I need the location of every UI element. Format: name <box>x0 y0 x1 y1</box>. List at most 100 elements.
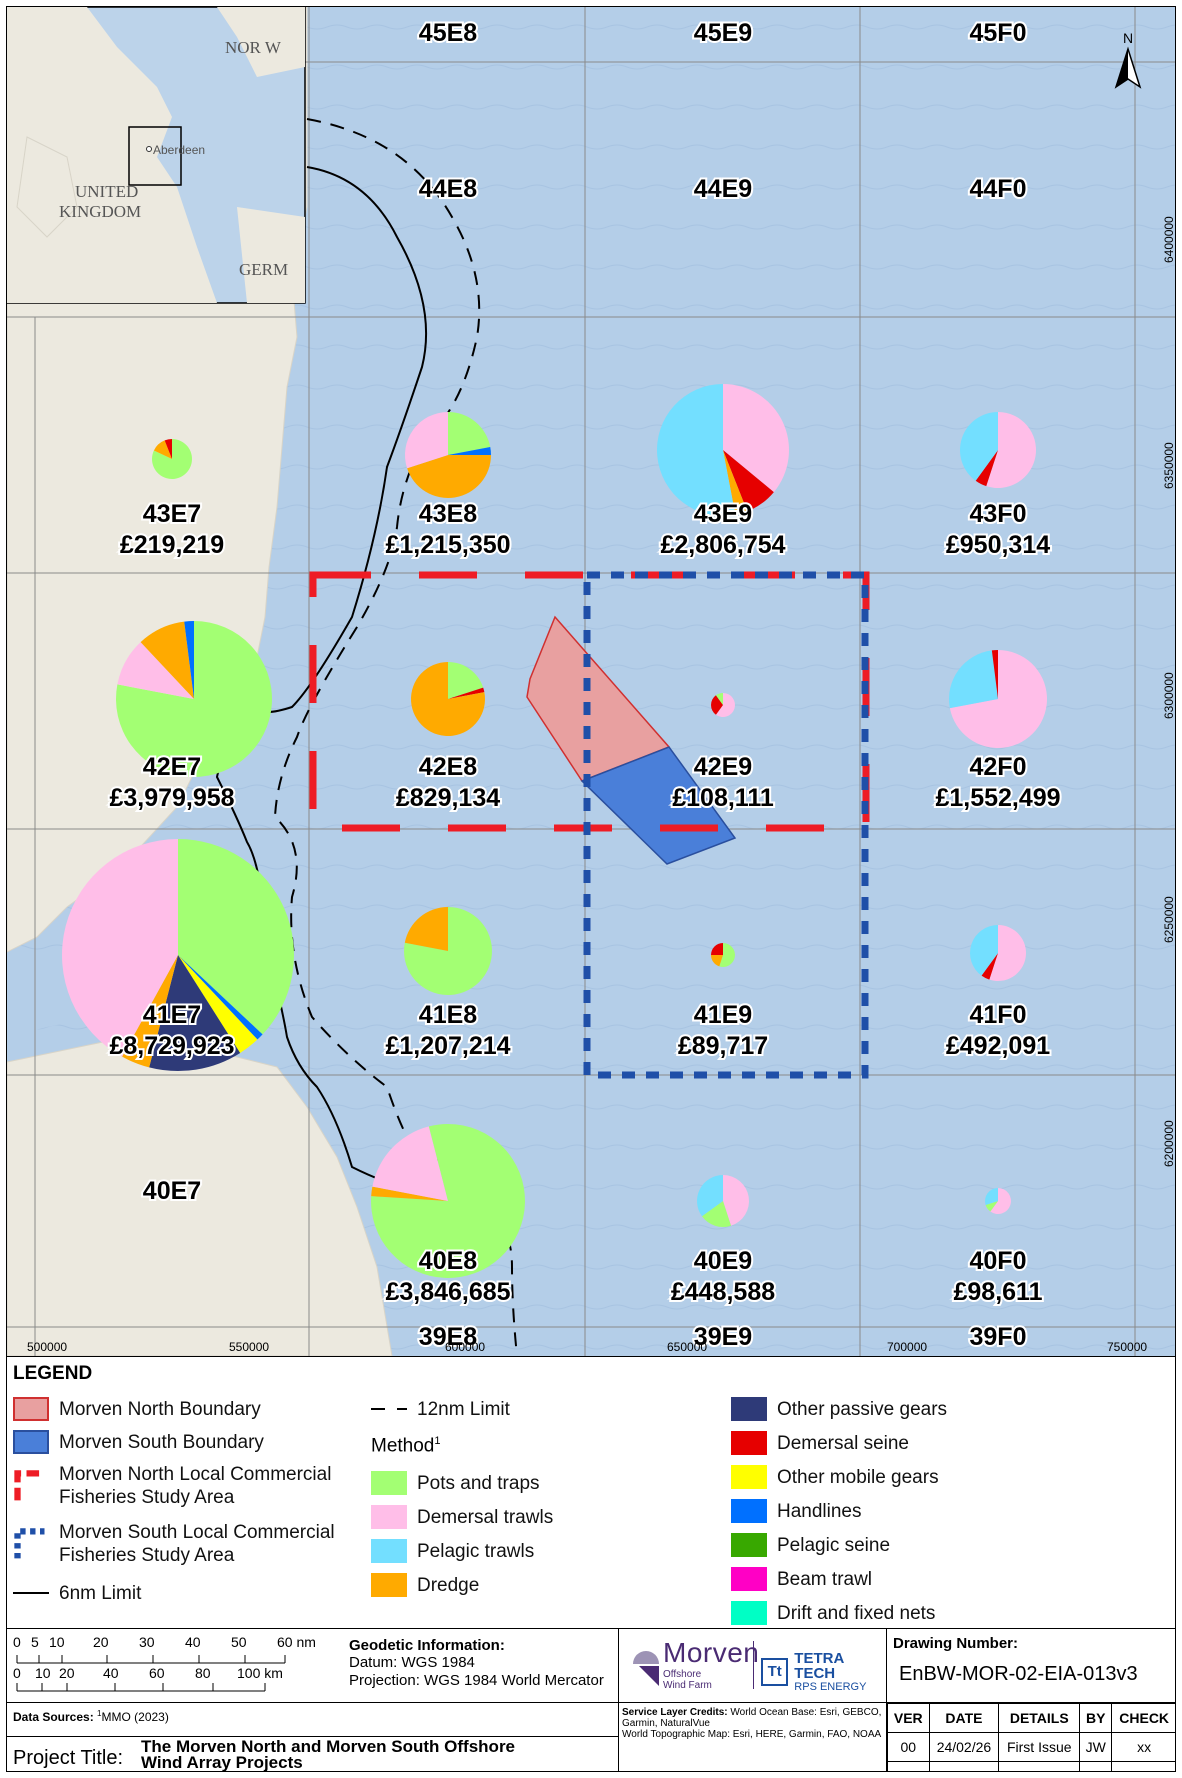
pie-42e7-slice-2 <box>140 621 194 699</box>
scale-km-60: 60 <box>149 1665 165 1681</box>
pie-43e9-slice-0 <box>723 384 789 493</box>
pie-41f0[interactable] <box>970 925 1027 982</box>
pel-trawl-swatch <box>371 1539 407 1563</box>
legend-handlines: Handlines <box>731 1499 862 1523</box>
scale-km-0: 0 <box>13 1665 21 1681</box>
morven-north-boundary[interactable] <box>526 615 671 782</box>
x-tick-500000: 500000 <box>27 1340 67 1354</box>
x-tick-600000: 600000 <box>445 1340 485 1354</box>
pie-42e9-slice-1 <box>711 695 723 715</box>
pie-40f0[interactable] <box>985 1188 1011 1215</box>
legend-passive: Other passive gears <box>731 1397 947 1421</box>
cell-label-41e9: 41E9 <box>694 1001 752 1029</box>
south-boundary-swatch <box>13 1430 49 1454</box>
north-arrow-icon: N <box>1114 30 1142 89</box>
dem-seine-swatch <box>731 1431 767 1455</box>
geodetic-projection: Projection: WGS 1984 World Mercator <box>349 1672 604 1689</box>
scale-nm-10: 10 <box>49 1634 65 1650</box>
legend-beam-label: Beam trawl <box>777 1568 873 1590</box>
morven-logo-sub1: Offshore <box>663 1669 702 1680</box>
pie-43e7-slice-1 <box>153 440 172 459</box>
legend-pots-label: Pots and traps <box>417 1472 540 1494</box>
data-sources-label: Data Sources: <box>13 1710 94 1724</box>
pie-42e9[interactable] <box>711 693 736 717</box>
pie-42e9-slice-0 <box>715 693 736 717</box>
cell-value-43e9: £2,806,754 <box>660 531 785 559</box>
pie-42f0[interactable] <box>948 650 1047 749</box>
legend-dredge: Dredge <box>371 1573 479 1597</box>
pie-42e7[interactable] <box>115 621 272 778</box>
inset-label-city: Aberdeen <box>153 143 205 157</box>
legend-mobile-label: Other mobile gears <box>777 1466 939 1488</box>
cell-label-41e7: 41E7 <box>143 1001 201 1029</box>
morven-logo: Morven Offshore Wind Farm <box>633 1637 759 1691</box>
pie-41e7-slice-5 <box>62 839 179 1057</box>
pie-41e9[interactable] <box>711 943 736 967</box>
pie-43f0-slice-0 <box>986 412 1037 489</box>
x-tick-700000: 700000 <box>887 1340 927 1354</box>
scale-bar: 0 5 10 20 30 40 50 60 nm 0 10 20 40 60 8… <box>13 1634 316 1692</box>
pie-40e8-slice-2 <box>372 1126 448 1201</box>
scale-km-10: 10 <box>35 1665 51 1681</box>
cell-value-43e8: £1,215,350 <box>385 531 510 559</box>
rev-header-date: DATE <box>928 1703 1000 1733</box>
geodetic-datum: Datum: WGS 1984 <box>349 1654 475 1671</box>
pie-43e8-slice-0 <box>448 412 491 455</box>
pie-41f0-slice-0 <box>989 925 1027 982</box>
project-title-cell: Project Title: The Morven North and Morv… <box>7 1737 619 1771</box>
pie-42e9-slice-2 <box>715 693 723 705</box>
morven-logo-name: Morven <box>663 1637 760 1668</box>
tetratech-sub: RPS ENERGY <box>794 1681 867 1693</box>
credits-text: World Ocean Base: Esri, GEBCO, Garmin, N… <box>622 1707 882 1729</box>
morven-south-boundary[interactable] <box>580 746 737 865</box>
legend-south-boundary-label: Morven South Boundary <box>59 1431 264 1453</box>
fisheries-map[interactable]: 45E8 45E9 45F0 44E8 44E9 44F0 43E7 £219,… <box>7 7 1176 1356</box>
pie-40e9[interactable] <box>697 1175 749 1227</box>
inset-label-norway: NOR W <box>225 38 282 57</box>
gear-pie-charts <box>62 384 1047 1278</box>
pie-40f0-slice-1 <box>985 1201 998 1212</box>
legend-pel-trawl-label: Pelagic trawls <box>417 1540 535 1562</box>
north-study-swatch-icon <box>14 1470 45 1501</box>
legend-6nm-label: 6nm Limit <box>59 1582 142 1604</box>
cell-label-41f0: 41F0 <box>970 1001 1027 1029</box>
y-tick-6200000: 6200000 <box>1162 1120 1176 1167</box>
pie-43e9[interactable] <box>657 384 789 516</box>
rev-header-check: CHECK <box>1111 1703 1175 1733</box>
north-label: N <box>1123 30 1133 46</box>
pie-41e8[interactable] <box>404 907 493 995</box>
south-study-area[interactable] <box>583 571 869 1079</box>
rev-date: 24/02/26 <box>928 1732 1000 1762</box>
scale-km-20: 20 <box>59 1665 75 1681</box>
legend-south-study-line2: Fisheries Study Area <box>59 1545 235 1566</box>
legend-south-study: Morven South Local Commercial Fisheries … <box>13 1521 335 1567</box>
rev-header-ver: VER <box>887 1703 930 1733</box>
pie-40e8[interactable] <box>371 1124 525 1278</box>
tetratech-logo: Tt TETRA TECH RPS ENERGY <box>761 1651 886 1693</box>
rev-check: xx <box>1111 1732 1175 1762</box>
pie-43e7[interactable] <box>152 439 192 480</box>
scale-nm-5: 5 <box>31 1634 39 1650</box>
pie-40f0-slice-2 <box>985 1188 998 1206</box>
solid-line-icon <box>13 1592 49 1594</box>
pie-43f0-slice-1 <box>975 450 998 487</box>
pie-43e9-slice-2 <box>723 450 748 515</box>
scale-km-80: 80 <box>195 1665 211 1681</box>
revision-table: VER DATE DETAILS BY CHECK 00 24/02/26 Fi… <box>887 1703 1175 1771</box>
legend-north-study-line1: Morven North Local Commercial <box>59 1464 332 1485</box>
pie-42f0-slice-0 <box>949 650 1047 749</box>
pie-41e7[interactable] <box>62 839 295 1071</box>
legend-mobile: Other mobile gears <box>731 1465 939 1489</box>
north-boundary-swatch <box>13 1397 49 1421</box>
cell-value-40e8: £3,846,685 <box>385 1278 510 1306</box>
pie-41e7-slice-0 <box>178 839 295 1035</box>
pie-43f0[interactable] <box>960 412 1037 489</box>
cell-label-45e8: 45E8 <box>419 19 477 47</box>
legend-pots: Pots and traps <box>371 1471 540 1495</box>
x-tick-550000: 550000 <box>229 1340 269 1354</box>
pie-43e8[interactable] <box>405 412 491 498</box>
cell-label-39f0: 39F0 <box>970 1323 1027 1351</box>
legend-north-boundary-label: Morven North Boundary <box>59 1398 261 1420</box>
pie-42e8[interactable] <box>411 662 485 737</box>
